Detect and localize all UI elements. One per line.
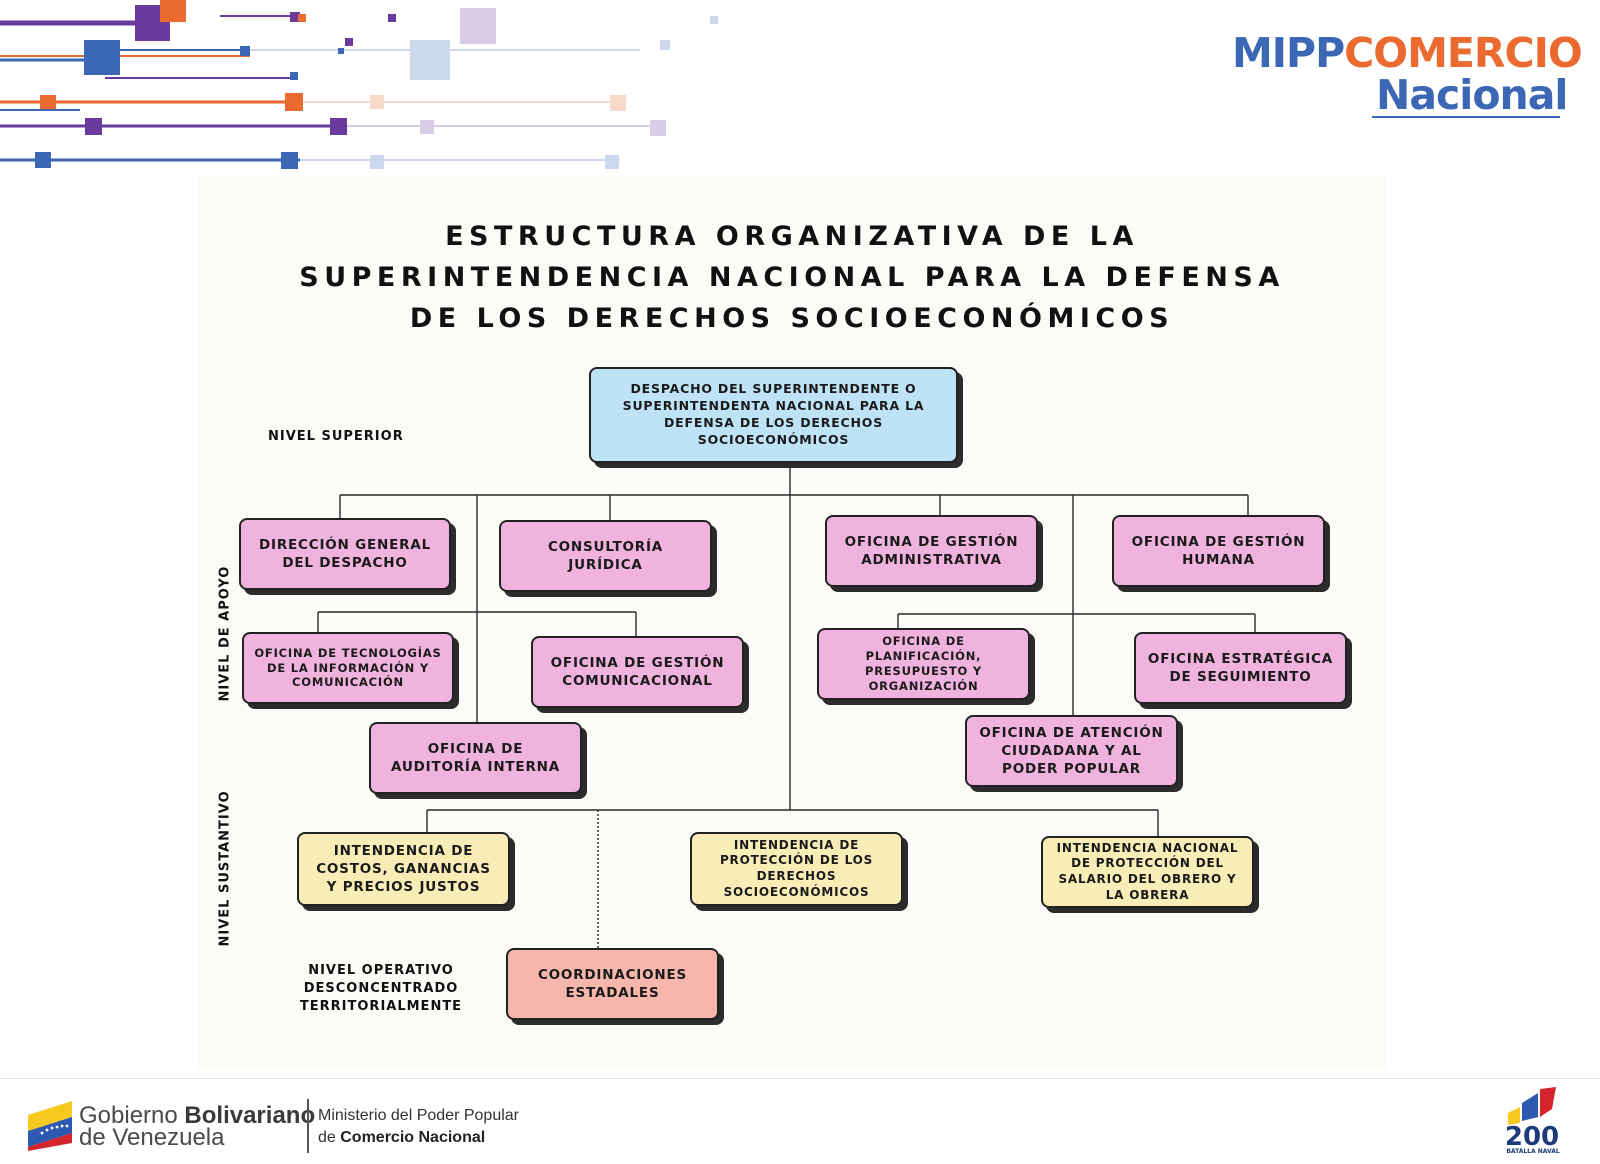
node-gestion-humana: OFICINA DE GESTIÓN HUMANA [1112,515,1325,587]
level-operativo-line-2: DESCONCENTRADO [296,980,466,998]
node-tecnologias: OFICINA DE TECNOLOGÍAS DE LA INFORMACIÓN… [242,632,454,704]
level-apoyo-label: NIVEL DE APOYO [218,572,233,702]
level-sustantivo-label: NIVEL SUSTANTIVO [218,807,233,947]
batalla-naval-text: BATALLA NAVAL [1503,1148,1563,1155]
node-gestion-comunicacional: OFICINA DE GESTIÓN COMUNICACIONAL [531,636,744,708]
comercio-nacional-bold: Comercio Nacional [340,1129,485,1146]
node-direccion-general: DIRECCIÓN GENERAL DEL DESPACHO [239,518,451,590]
node-consultoria-juridica: CONSULTORÍA JURÍDICA [499,520,712,592]
node-intendencia-proteccion-salario: INTENDENCIA NACIONAL DE PROTECCIÓN DEL S… [1041,836,1254,908]
level-operativo-line-3: TERRITORIALMENTE [296,998,466,1016]
node-intendencia-proteccion-derechos: INTENDENCIA DE PROTECCIÓN DE LOS DERECHO… [690,832,903,906]
level-operativo-line-1: NIVEL OPERATIVO [296,962,466,980]
footer-bar: Gobierno Bolivariano de Venezuela Minist… [0,1078,1600,1164]
node-intendencia-costos: INTENDENCIA DE COSTOS, GANANCIAS Y PRECI… [297,832,510,906]
ministerio-de-word: de [318,1129,336,1146]
node-coordinaciones-estadales: COORDINACIONES ESTADALES [506,948,719,1020]
level-superior-label: NIVEL SUPERIOR [268,429,404,444]
batalla-naval-200-logo: 200 [1500,1087,1566,1149]
node-estrategica-seguimiento: OFICINA ESTRATÉGICA DE SEGUIMIENTO [1134,632,1347,704]
ministerio-line-1: Ministerio del Poder Popular [318,1107,519,1125]
level-operativo-label: NIVEL OPERATIVO DESCONCENTRADO TERRITORI… [296,962,466,1016]
footer-divider [307,1099,309,1153]
ministerio-line-2: de Comercio Nacional [318,1129,485,1147]
node-atencion-ciudadana: OFICINA DE ATENCIÓN CIUDADANA Y AL PODER… [965,715,1178,787]
de-venezuela-text: de Venezuela [79,1127,224,1149]
node-despacho: DESPACHO DEL SUPERINTENDENTE O SUPERINTE… [589,367,958,463]
venezuela-flag-icon [26,1097,76,1151]
badge-200-text: 200 [1505,1122,1559,1149]
node-gestion-administrativa: OFICINA DE GESTIÓN ADMINISTRATIVA [825,515,1038,587]
node-auditoria-interna: OFICINA DE AUDITORÍA INTERNA [369,722,582,794]
node-planificacion: OFICINA DE PLANIFICACIÓN, PRESUPUESTO Y … [817,628,1030,700]
